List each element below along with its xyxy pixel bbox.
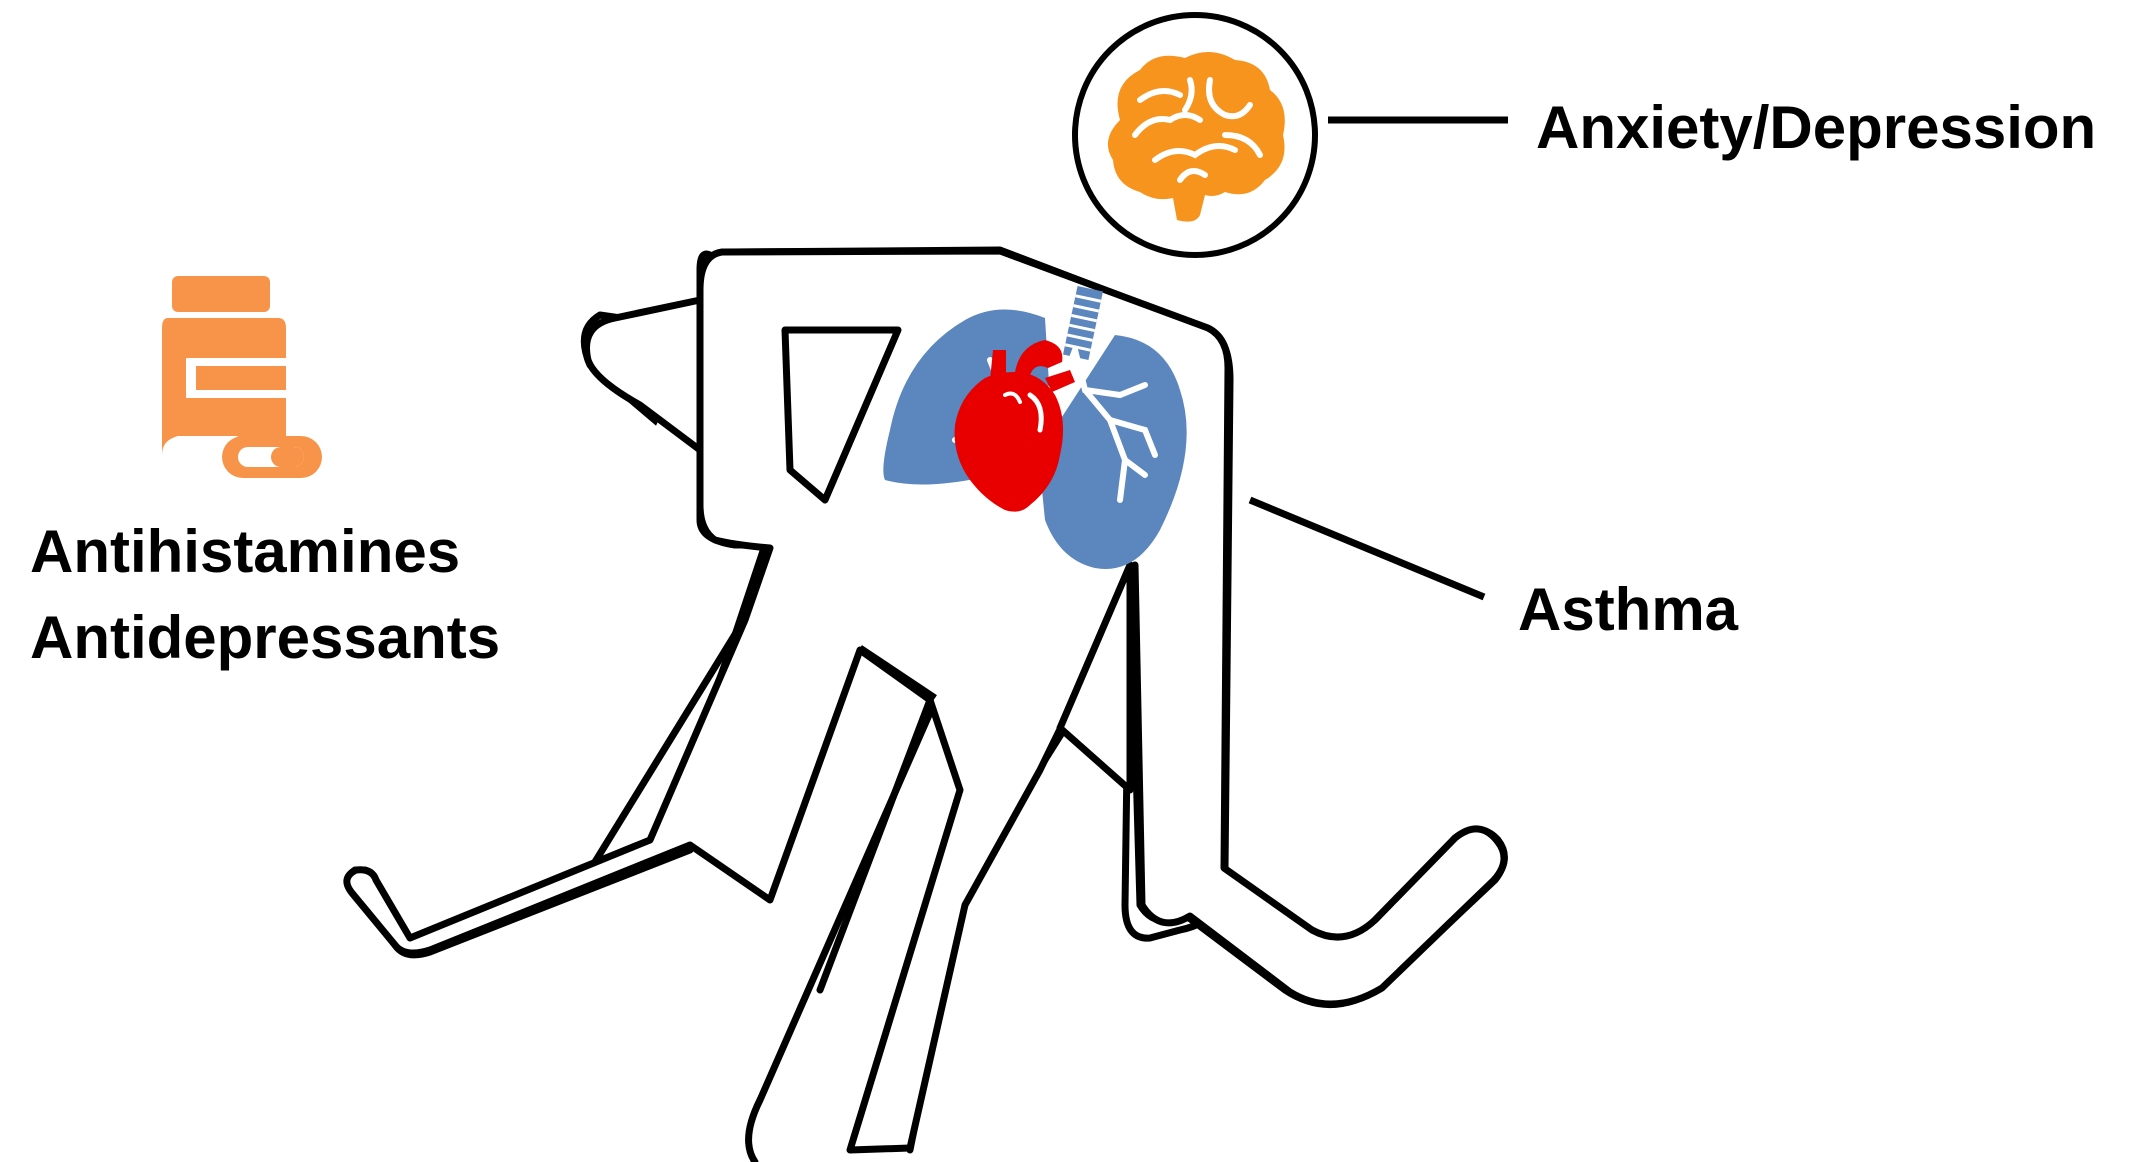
- antidepressants-label: Antidepressants: [30, 608, 500, 668]
- asthma-leader-line: [1250, 500, 1484, 597]
- asthma-label: Asthma: [1518, 580, 1738, 640]
- medication-bottle-icon: [162, 276, 322, 478]
- antihistamines-label: Antihistamines: [30, 522, 460, 582]
- anxiety-depression-label: Anxiety/Depression: [1536, 98, 2096, 158]
